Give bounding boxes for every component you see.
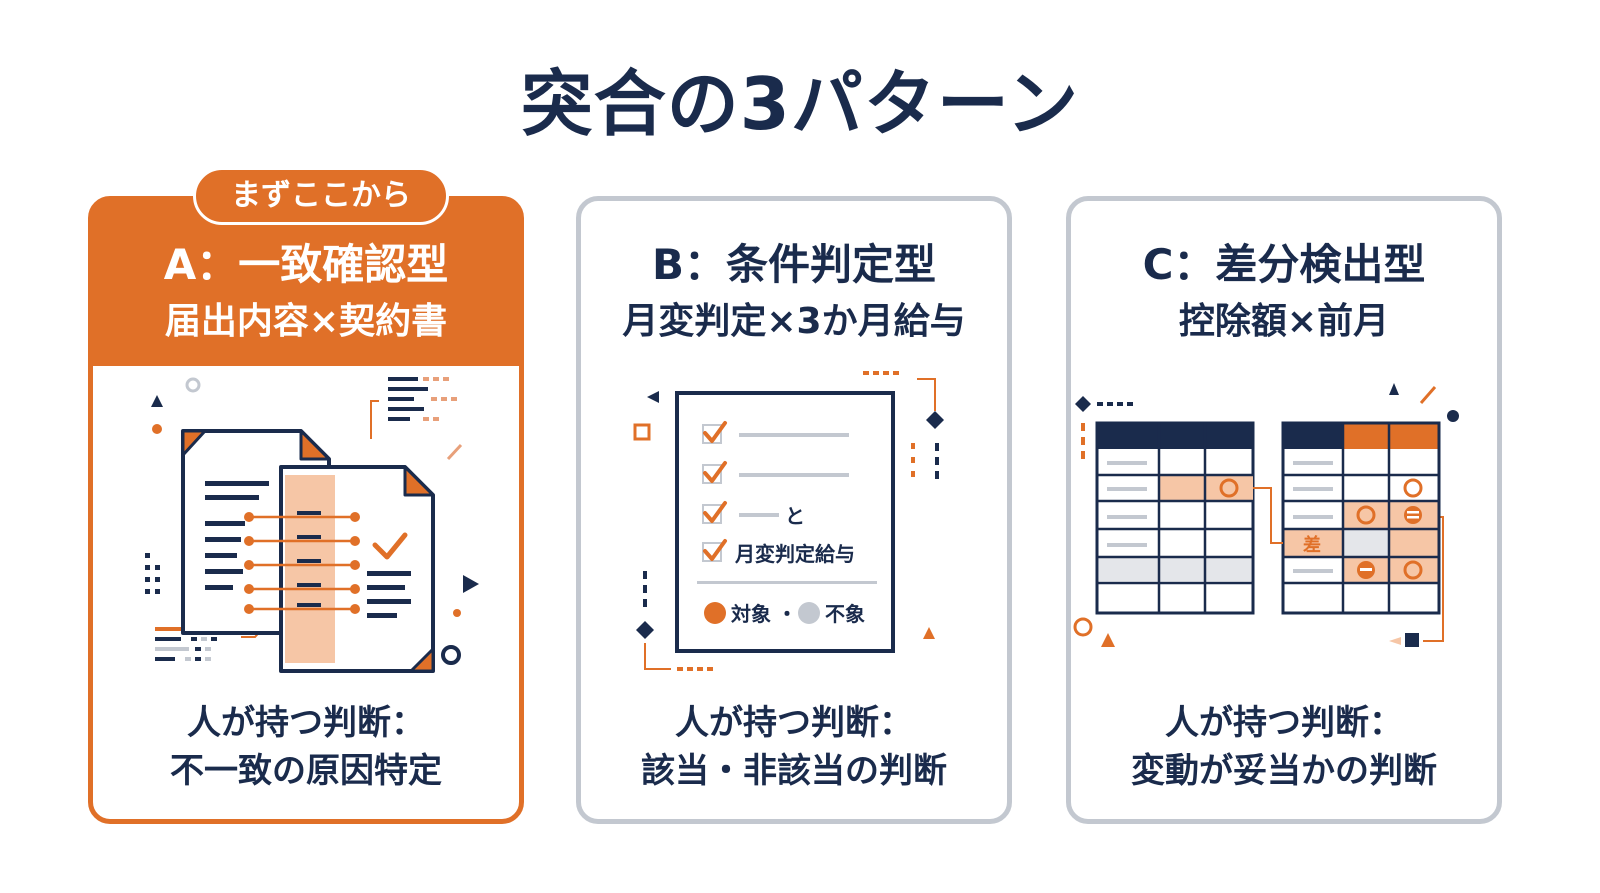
target-dot-icon [704,602,726,624]
checkbox-icon [702,421,849,444]
card-c-title: C：差分検出型 [1142,240,1426,289]
diamond-icon [926,411,944,429]
judgement-label: 人が持つ判断： [675,703,913,743]
pattern-card-b: B：条件判定型 月変判定×3か月給与 [576,196,1012,824]
table-diff-illustration: 差 [1073,383,1459,647]
square-icon [633,423,651,441]
triangle-icon [1389,383,1399,395]
diff-connector [1253,487,1283,544]
triangle-icon [1101,633,1115,647]
pattern-card-c: C：差分検出型 控除額×前月 [1066,196,1502,824]
circle-mark-icon [1403,478,1423,498]
checkbox-icon [702,501,779,524]
circle-mark-icon [1219,478,1239,498]
ring-icon [441,645,461,665]
play-triangle-icon [463,575,479,593]
checklist-item-3-text: と [785,504,805,528]
card-b-subtitle: 月変判定×3か月給与 [622,301,966,342]
check-icon [372,532,408,560]
diamond-icon [636,621,654,639]
judgement-text: 変動が妥当かの判断 [1131,751,1437,791]
triangle-icon [151,395,163,407]
card-a-title: A：一致確認型 [163,240,449,289]
card-a-subtitle: 届出内容×契約書 [164,301,448,342]
card-c-subtitle: 控除額×前月 [1178,301,1390,342]
page-title: 突合の3パターン [520,62,1080,146]
card-a-human-judgement: 人が持つ判断： 不一致の原因特定 [93,699,519,795]
diff-label: 差 [1303,534,1321,556]
checkbox-icon [702,461,849,484]
checklist-item-4-text: 月変判定給与 [734,542,855,566]
triangle-icon [923,627,935,639]
card-b-title: B：条件判定型 [651,240,936,289]
ring-icon [1073,617,1093,637]
legend-non-target: 不象 [825,602,865,626]
diamond-icon [1075,396,1091,412]
card-b-human-judgement: 人が持つ判断： 該当・非該当の判断 [581,699,1007,795]
judgement-text: 不一致の原因特定 [170,751,442,791]
start-here-badge: まずここから [193,167,449,225]
current-month-table: 差 [1281,421,1441,615]
equal-mark-icon [1404,506,1422,524]
judgement-label: 人が持つ判断： [187,703,425,743]
card-c-human-judgement: 人が持つ判断： 変動が妥当かの判断 [1071,699,1497,795]
previous-month-table [1095,421,1255,615]
judgement-text: 該当・非該当の判断 [641,751,947,791]
card-a-header [92,200,520,366]
legend-target: 対象 [730,602,771,626]
judgement-label: 人が持つ判断： [1165,703,1403,743]
square-icon [1405,633,1419,647]
legend-separator: ・ [777,602,797,626]
circle-mark-icon [1403,560,1423,580]
condition-checklist-illustration: と 月変判定給与 対象 ・ 不象 [633,371,944,671]
document-match-illustration [145,377,479,673]
match-lines [249,515,355,611]
triangle-icon [647,391,659,403]
checklist-items: と 月変判定給与 対象 ・ 不象 [697,421,877,626]
circle-mark-icon [1356,505,1376,525]
circle-icon [185,377,201,393]
checkbox-icon [702,539,727,562]
non-target-dot-icon [798,602,820,624]
data-lines-icon [388,377,428,421]
dot-icon [152,424,162,434]
pattern-card-a: まずここから A：一致確認型 届出内容×契約書 [88,167,524,824]
